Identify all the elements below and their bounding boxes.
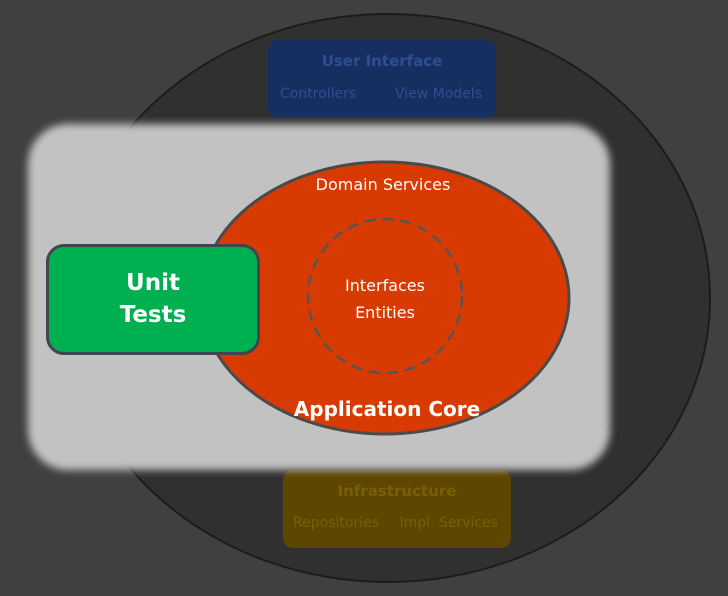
repositories-label: Repositories: [293, 515, 379, 531]
impl-services-label: Impl. Services: [399, 515, 498, 531]
domain-services-label: Domain Services: [315, 175, 451, 194]
view-models-label: View Models: [394, 86, 482, 102]
interfaces-label: Interfaces: [345, 276, 425, 295]
infrastructure-box: Infrastructure Repositories Impl. Servic…: [283, 470, 511, 548]
entities-label: Entities: [355, 303, 415, 322]
unit-tests-line-2: Tests: [119, 302, 187, 328]
unit-tests-box: Unit Tests: [46, 244, 260, 355]
application-core-title: Application Core: [293, 397, 481, 421]
controllers-label: Controllers: [280, 86, 357, 102]
infrastructure-title: Infrastructure: [337, 482, 457, 500]
unit-tests-line-1: Unit: [126, 270, 180, 296]
user-interface-box: User Interface Controllers View Models: [268, 40, 496, 118]
core-inner-dashed-circle: [306, 217, 464, 375]
user-interface-title: User Interface: [321, 52, 443, 70]
